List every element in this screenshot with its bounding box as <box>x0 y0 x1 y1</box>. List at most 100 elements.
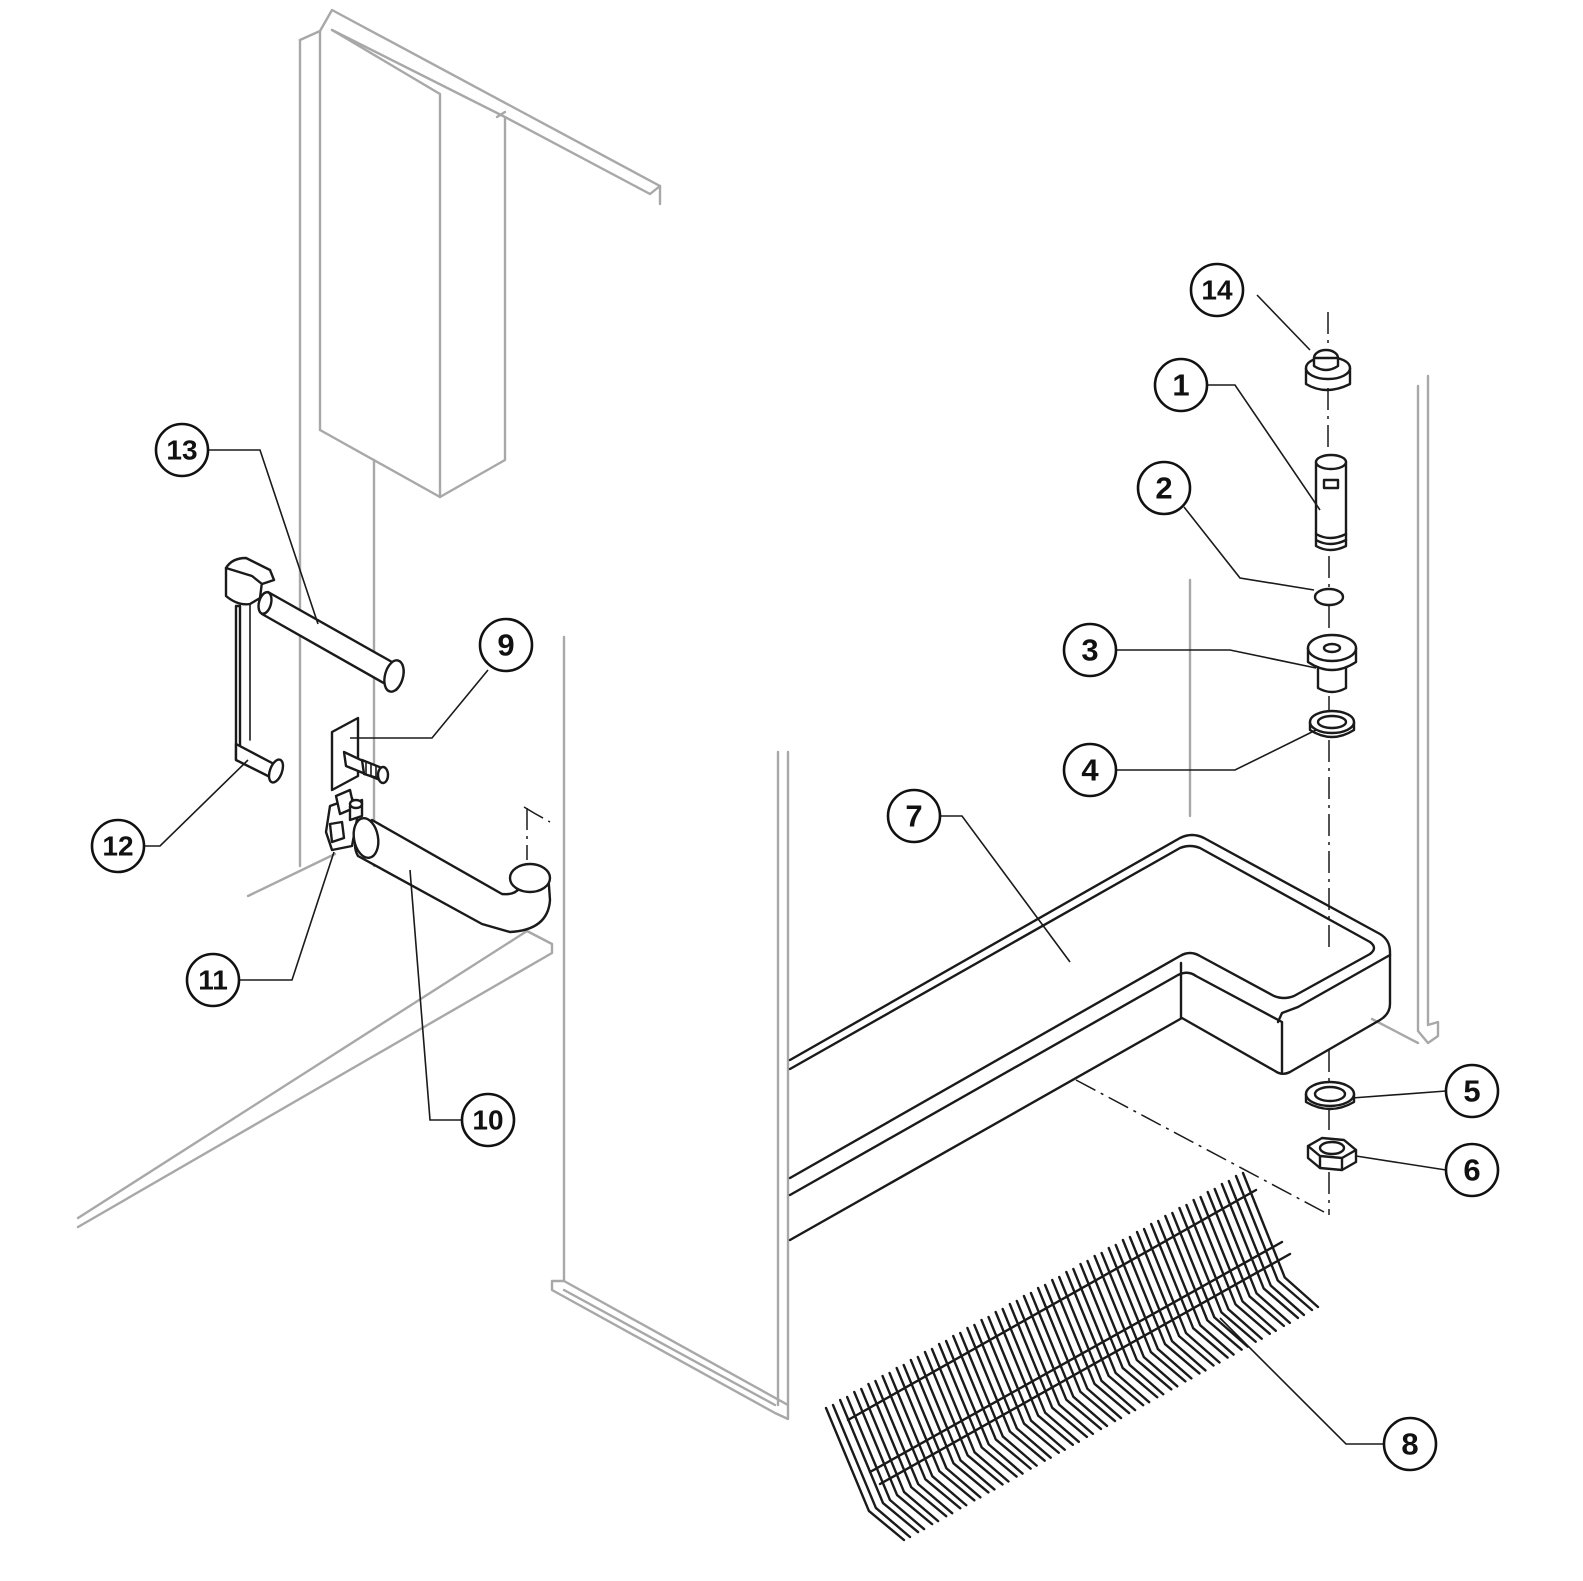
grate-bar <box>1178 1206 1257 1343</box>
svg-text:2: 2 <box>1155 471 1172 506</box>
grate-bar-edge <box>973 1323 1052 1459</box>
grate-bar-edge <box>1171 1211 1249 1348</box>
callout-11: 11 <box>185 952 241 1008</box>
grate-bar <box>1051 1278 1131 1415</box>
grate-bar <box>994 1310 1075 1447</box>
callout-14: 14 <box>1189 262 1245 318</box>
washer-part-5 <box>1304 1080 1356 1111</box>
grate-bar <box>853 1390 934 1526</box>
washer-part-4 <box>1308 709 1356 739</box>
grate-bar <box>895 1366 976 1502</box>
wall-plate-part-9 <box>330 716 390 792</box>
grate-bar-edge <box>959 1331 1038 1467</box>
grate-bar-edge <box>1241 1171 1320 1309</box>
callout-8: 8 <box>1382 1416 1438 1472</box>
grate-part-8 <box>824 1171 1320 1542</box>
grate-bar-edge <box>888 1371 968 1507</box>
grate-bar-edge <box>930 1347 1010 1483</box>
grate-bar-edge <box>1001 1307 1081 1444</box>
grate-bar-edge <box>1114 1243 1193 1380</box>
grate-bar <box>1065 1270 1145 1407</box>
drain-assembly-stack <box>1304 348 1358 1172</box>
axis-lines <box>523 312 1330 1215</box>
callout-10: 10 <box>460 1092 516 1148</box>
svg-text:6: 6 <box>1463 1153 1480 1188</box>
svg-text:12: 12 <box>102 831 133 862</box>
grate-bar-edge <box>1100 1251 1179 1388</box>
grate-bar <box>1121 1238 1201 1375</box>
callout-6: 6 <box>1444 1142 1500 1198</box>
drip-tray-part-7 <box>788 833 1392 1242</box>
bushing-part-3 <box>1306 633 1358 694</box>
elbow-pipe-part-10 <box>352 816 552 934</box>
grate-bar-edge <box>1043 1283 1123 1420</box>
callouts: 14 1 2 3 4 5 6 7 8 9 10 11 12 13 <box>90 262 1500 1472</box>
svg-text:14: 14 <box>1201 275 1233 306</box>
sleeve-part-1 <box>1314 453 1348 552</box>
o-ring-part-2 <box>1313 587 1345 607</box>
grate-bar-edge <box>1199 1195 1277 1332</box>
callout-1: 1 <box>1153 357 1209 413</box>
hex-nut-part-6 <box>1306 1136 1358 1172</box>
grate-bar-edge <box>1072 1267 1151 1404</box>
svg-text:7: 7 <box>905 799 922 834</box>
grate-bar <box>838 1398 920 1534</box>
callout-7: 7 <box>886 788 942 844</box>
grate-bar <box>867 1382 948 1518</box>
grate-bar <box>1164 1214 1243 1351</box>
grate-bar <box>1022 1294 1103 1431</box>
grate-bar <box>1036 1286 1117 1423</box>
grate-bar <box>1220 1182 1300 1320</box>
grate-bar-edge <box>1029 1291 1109 1428</box>
grate-bar-edge <box>1185 1203 1263 1340</box>
svg-text:5: 5 <box>1463 1074 1480 1109</box>
grate-bar <box>1192 1198 1271 1335</box>
callout-2: 2 <box>1136 460 1192 516</box>
grate-bar-edge <box>987 1315 1066 1451</box>
grate-bar <box>980 1318 1060 1454</box>
callout-3: 3 <box>1062 622 1118 678</box>
callout-12: 12 <box>90 818 146 874</box>
grate-bar-edge <box>1142 1227 1221 1364</box>
svg-text:8: 8 <box>1401 1427 1418 1462</box>
grate-bar <box>1107 1246 1187 1383</box>
leader-lines <box>144 294 1447 1445</box>
callout-5: 5 <box>1444 1063 1500 1119</box>
cabinet-outline <box>76 8 1440 1421</box>
callout-4: 4 <box>1062 742 1118 798</box>
grate-cross-rod <box>846 1188 1258 1422</box>
grate-bar-edge <box>1015 1299 1095 1436</box>
svg-text:10: 10 <box>472 1105 503 1136</box>
grate-bar <box>1206 1190 1286 1328</box>
callout-9: 9 <box>478 617 534 673</box>
grate-bar-edge <box>1227 1179 1306 1317</box>
grate-bar <box>824 1406 906 1542</box>
grate-cross-rod <box>878 1252 1292 1486</box>
grate-bar-edge <box>831 1403 912 1539</box>
grate-bar <box>952 1334 1032 1470</box>
grate-bar <box>909 1358 990 1494</box>
grate-bar <box>1008 1302 1089 1439</box>
grate-bar-edge <box>845 1395 926 1531</box>
svg-text:3: 3 <box>1081 633 1098 668</box>
grate-bar <box>1093 1254 1173 1391</box>
grate-bar-edge <box>1086 1259 1165 1396</box>
grate-bar-edge <box>1058 1275 1137 1412</box>
grate-bar-edge <box>860 1387 940 1523</box>
tube-part-13 <box>257 590 405 693</box>
grate-bar-edge <box>944 1339 1024 1475</box>
grate-bar <box>966 1326 1046 1462</box>
grate-bar <box>1079 1262 1159 1399</box>
svg-text:1: 1 <box>1172 368 1189 403</box>
grate-bar-edge <box>916 1355 996 1491</box>
grate-bar-edge <box>902 1363 982 1499</box>
grate-bar <box>1135 1230 1215 1367</box>
grate-bar <box>881 1374 962 1510</box>
grate-bar <box>923 1350 1004 1486</box>
bracket-part-12 <box>224 556 285 784</box>
grate-cross-rod <box>868 1240 1284 1474</box>
grate-bar-edge <box>1128 1235 1207 1372</box>
grate-bar-edge <box>1213 1187 1292 1325</box>
callout-13: 13 <box>154 422 210 478</box>
